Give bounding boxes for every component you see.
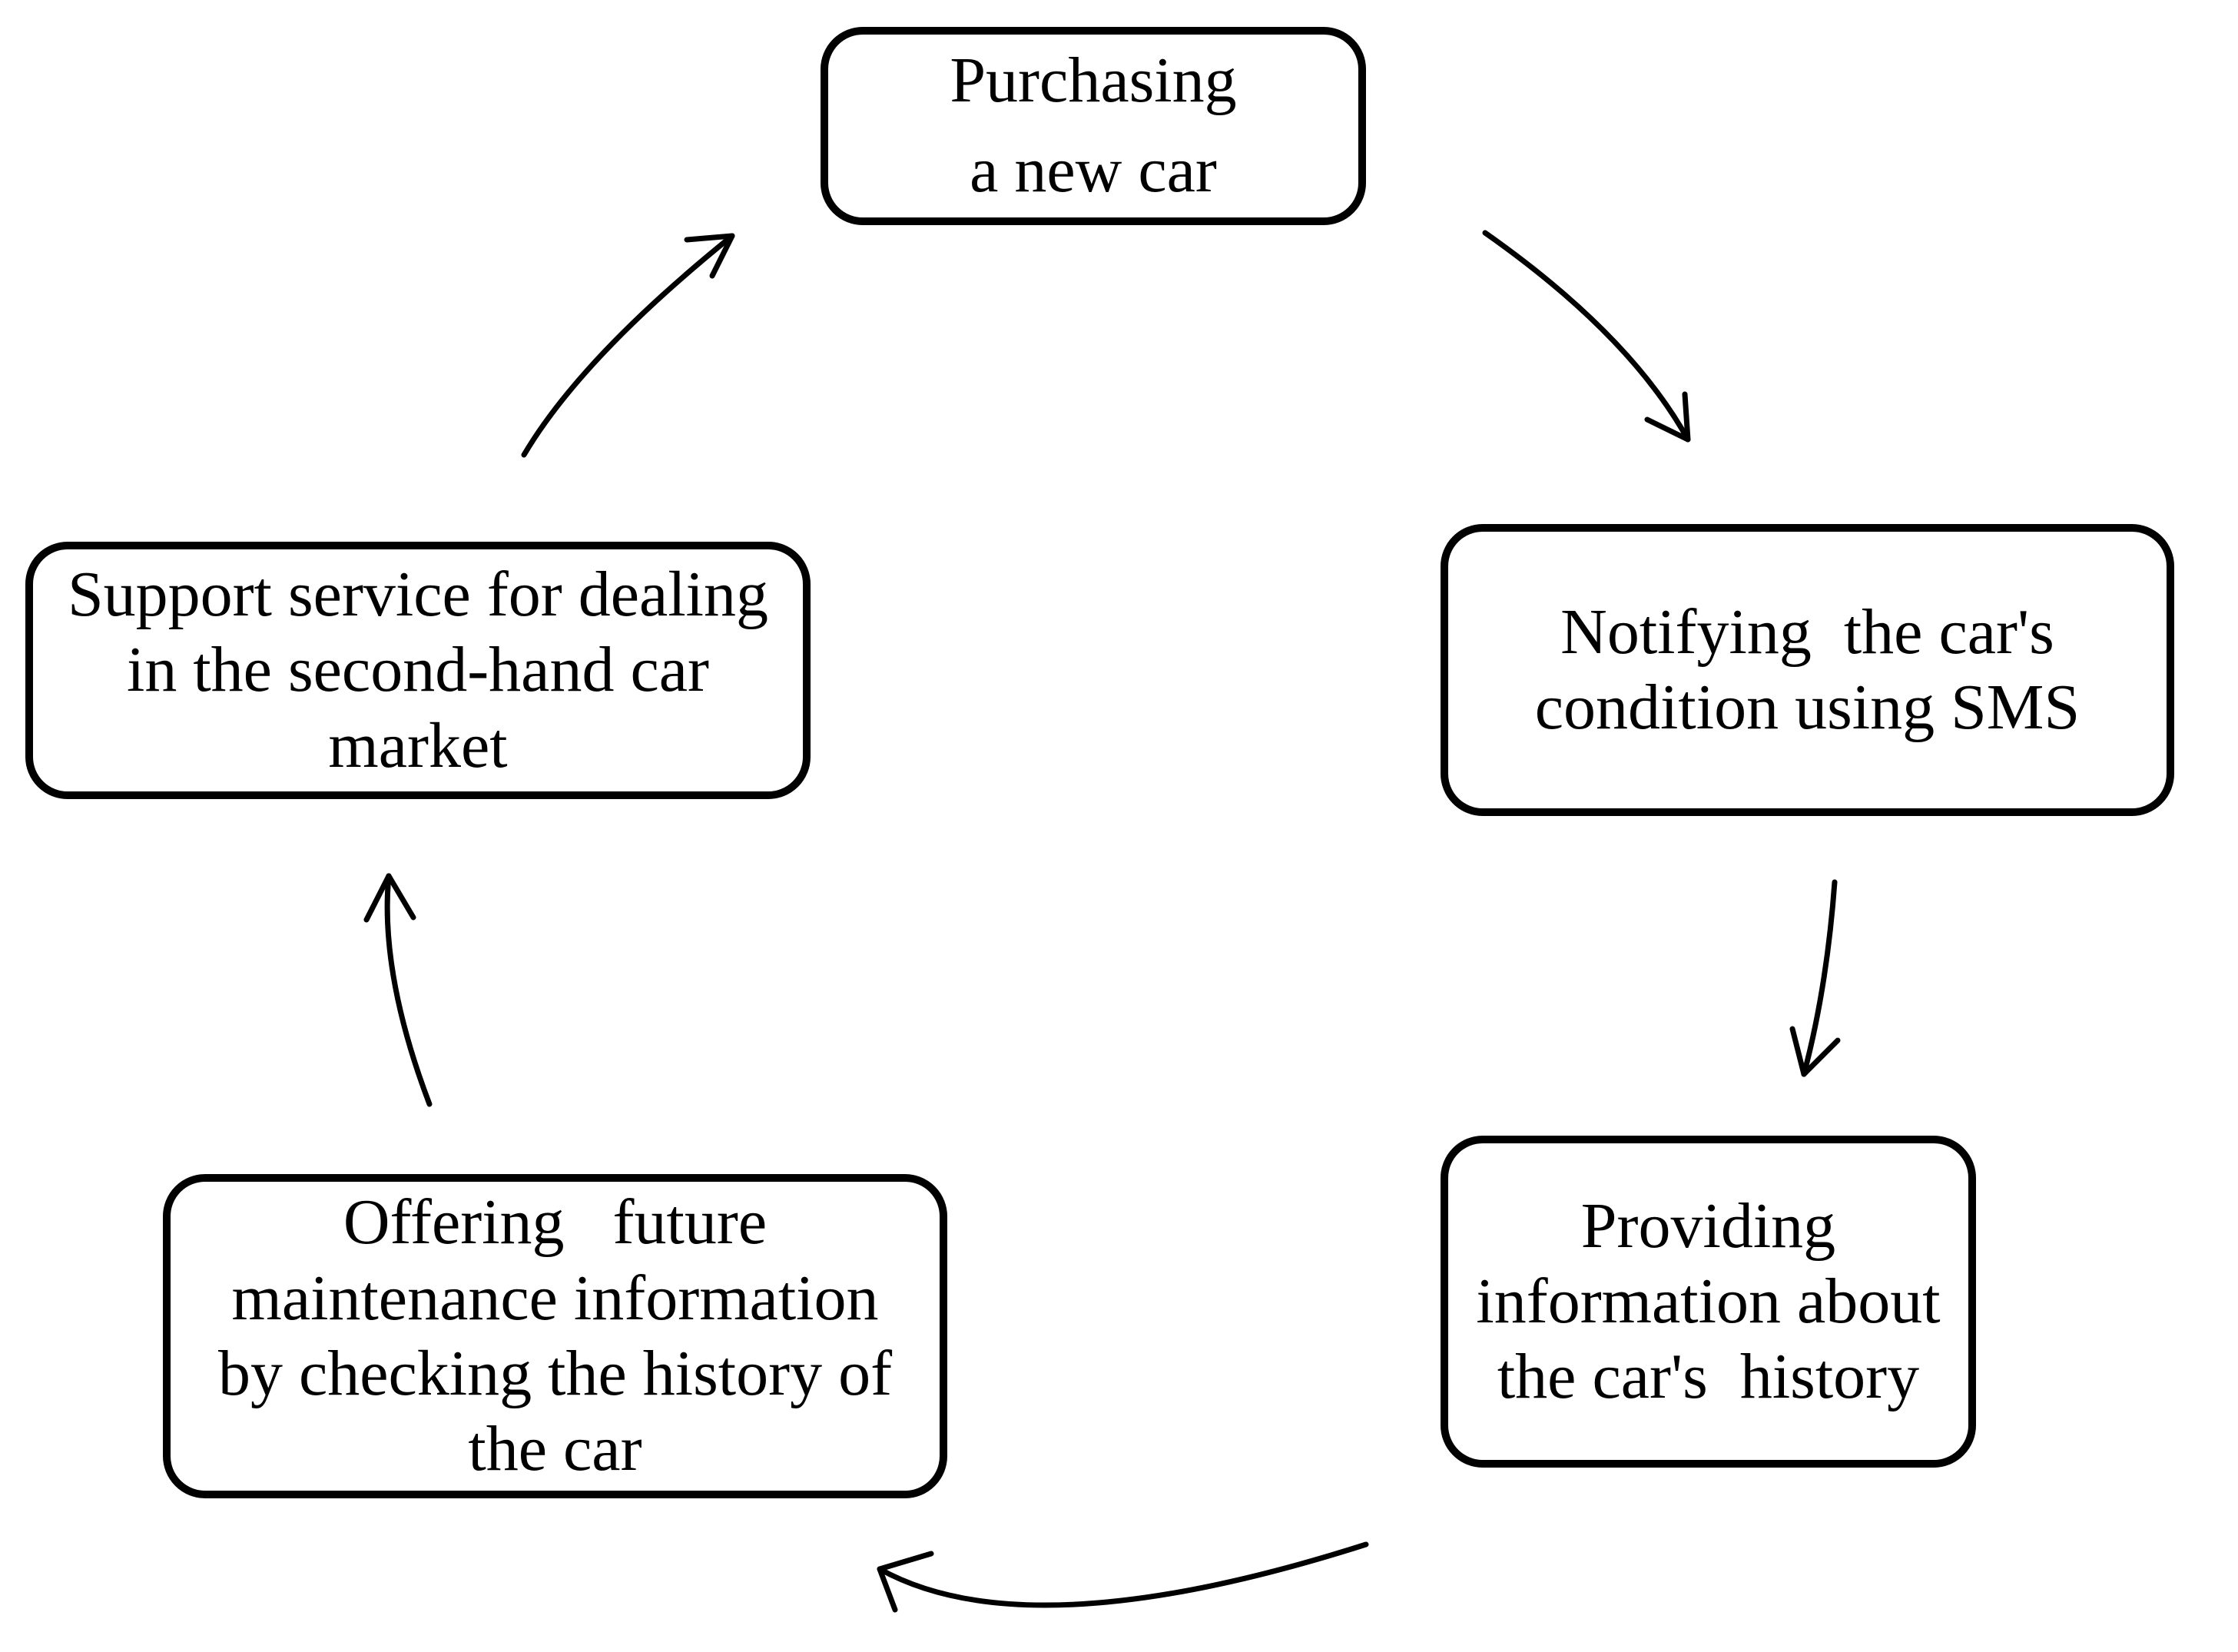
node-support-second-hand-market: Support service for dealing in the secon… bbox=[25, 542, 811, 799]
arrow-notifying-to-providing bbox=[1789, 879, 1841, 1077]
arrowhead-icon bbox=[877, 1551, 934, 1613]
node-label: Notifying the car's condition using SMS bbox=[1534, 595, 2081, 743]
node-label: Providing information about the car's hi… bbox=[1476, 1189, 1941, 1413]
arrow-curve bbox=[1482, 230, 1691, 443]
node-label: Support service for dealing in the secon… bbox=[67, 559, 769, 781]
arrow-curve bbox=[1801, 879, 1838, 1077]
arrowhead-icon bbox=[684, 233, 735, 279]
node-offering-future-maintenance: Offering future maintenance information … bbox=[163, 1174, 947, 1498]
arrowhead-icon bbox=[363, 873, 416, 923]
arrow-curve bbox=[384, 873, 433, 1107]
arrow-offering-to-support bbox=[363, 873, 433, 1107]
arrow-providing-to-offering bbox=[877, 1541, 1369, 1613]
arrow-purchasing-to-notifying bbox=[1482, 230, 1691, 443]
arrow-curve bbox=[877, 1541, 1369, 1608]
arrow-curve bbox=[521, 233, 735, 458]
node-label: Purchasing a new car bbox=[950, 45, 1237, 206]
arrowhead-icon bbox=[1789, 1026, 1841, 1077]
arrow-support-to-purchasing bbox=[521, 233, 735, 458]
arrowhead-icon bbox=[1644, 391, 1691, 443]
node-label: Offering future maintenance information … bbox=[217, 1186, 893, 1485]
node-purchasing-a-new-car: Purchasing a new car bbox=[821, 27, 1366, 225]
node-providing-car-history-info: Providing information about the car's hi… bbox=[1441, 1136, 1976, 1468]
node-notifying-cars-condition-sms: Notifying the car's condition using SMS bbox=[1441, 524, 2174, 816]
